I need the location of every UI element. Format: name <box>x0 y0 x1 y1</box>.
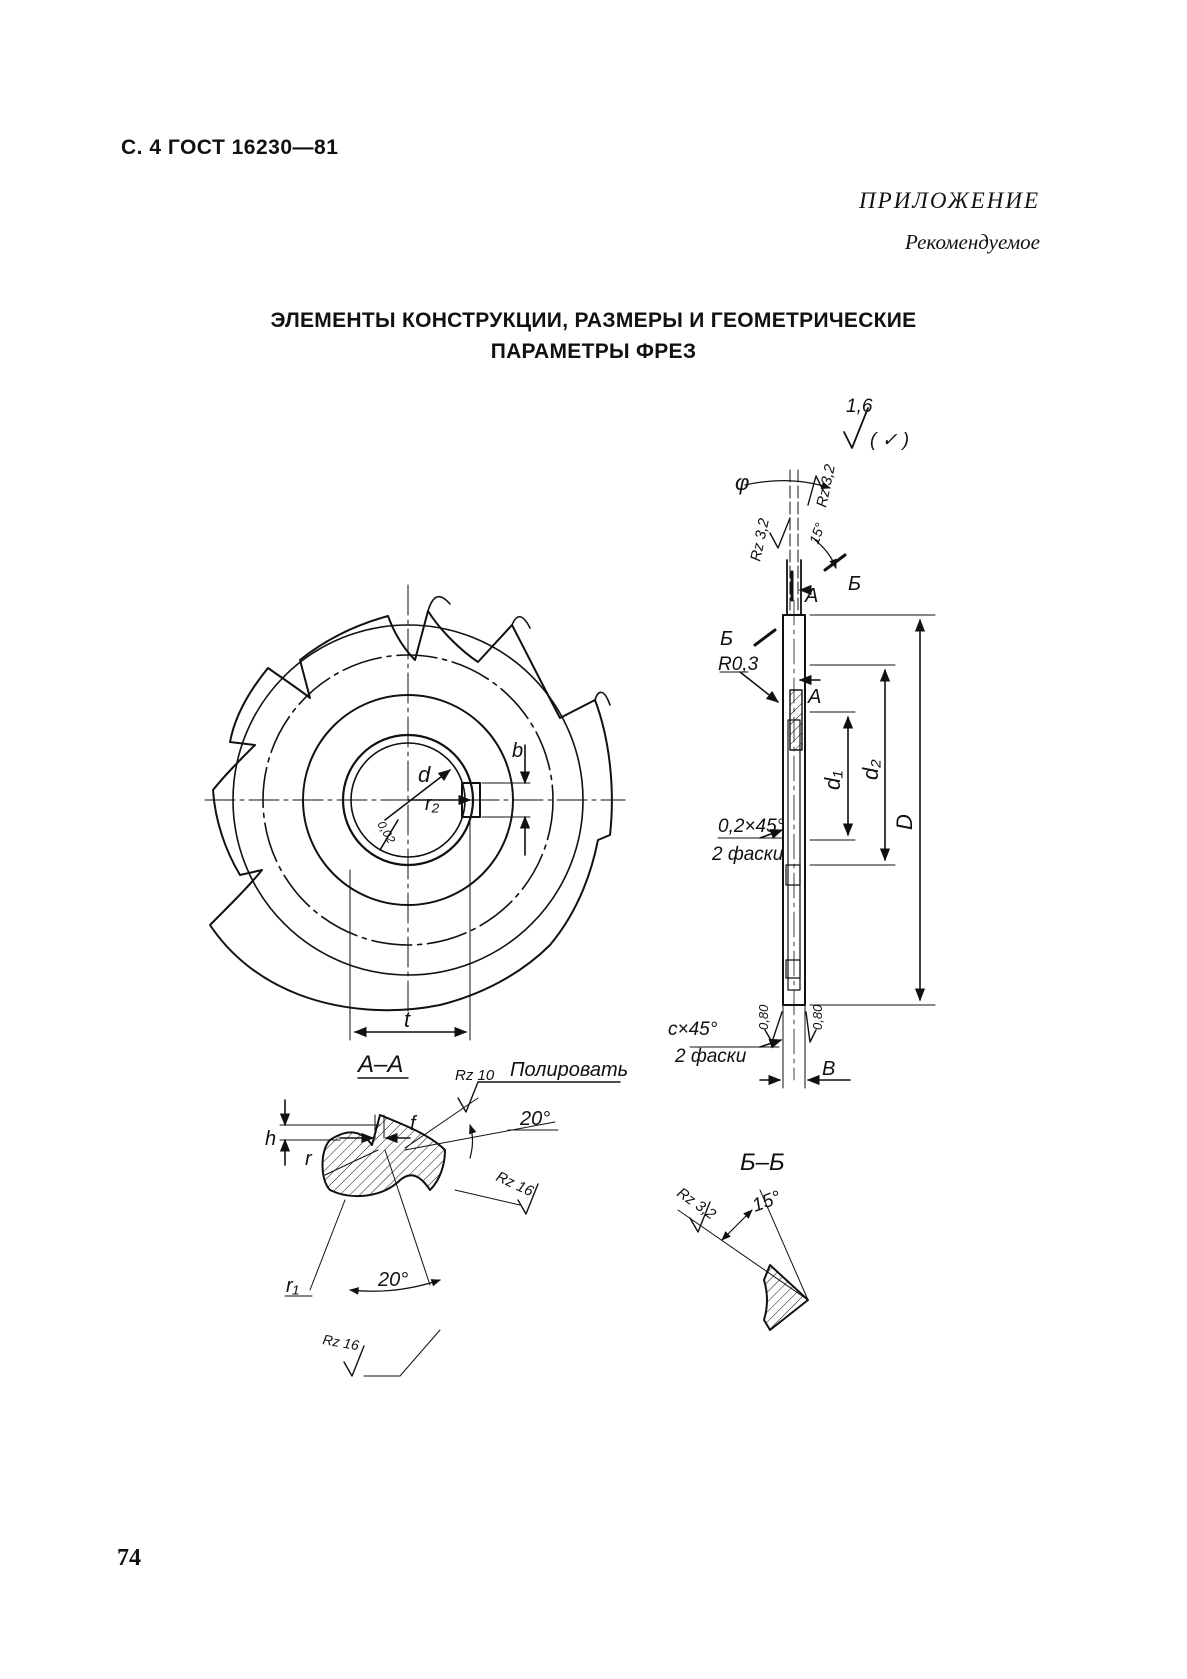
label-20deg-top: 20° <box>519 1108 550 1130</box>
label-d2: d₂ <box>858 759 883 780</box>
label-rz16-bottom: Rz 16 <box>321 1331 360 1353</box>
label-tolerance: 0,02 <box>374 819 398 847</box>
label-rz32-bb: Rz 3,2 <box>674 1184 720 1223</box>
label-polish: Полировать <box>510 1059 628 1081</box>
section-aa-title: А–А <box>356 1051 403 1078</box>
label-r: r <box>305 1148 313 1170</box>
label-15deg-bb: 15° <box>750 1187 785 1217</box>
label-chamfer-02: 0,2×45° <box>718 816 785 837</box>
heading-line-2: ПАРАМЕТРЫ ФРЕЗ <box>490 340 697 363</box>
label-B: B <box>822 1058 835 1080</box>
label-chamfer-c: c×45° <box>668 1019 718 1040</box>
label-d1: d₁ <box>820 771 845 790</box>
page-number: 74 <box>117 1545 141 1571</box>
label-chamfer-02-note: 2 фаски <box>711 844 784 865</box>
front-view <box>204 584 626 1041</box>
appendix-subtitle: Рекомендуемое <box>905 230 1040 254</box>
label-rz16-right: Rz 16 <box>493 1168 536 1200</box>
page-header: С. 4 ГОСТ 16230—81 <box>121 136 339 159</box>
label-section-a-mid: А <box>807 686 821 708</box>
label-r2: r₂ <box>425 793 440 815</box>
label-rz32-top: Rz 3,2 <box>813 462 839 509</box>
label-chamfer-c-note: 2 фаски <box>674 1046 747 1067</box>
appendix-title: ПРИЛОЖЕНИЕ <box>859 188 1040 213</box>
label-section-b-top: Б <box>848 573 861 595</box>
label-h: h <box>265 1128 276 1150</box>
label-r03: R0,3 <box>718 654 759 675</box>
section-bb-title: Б–Б <box>740 1149 785 1176</box>
label-rz32-left: Rz 3,2 <box>747 516 773 563</box>
label-15deg-side: 15° <box>806 520 828 546</box>
label-d: d <box>418 762 431 787</box>
label-t: t <box>404 1007 411 1032</box>
heading-line-1: ЭЛЕМЕНТЫ КОНСТРУКЦИИ, РАЗМЕРЫ И ГЕОМЕТРИ… <box>270 309 917 332</box>
label-20deg-bottom: 20° <box>377 1269 408 1291</box>
section-bb <box>677 1189 809 1331</box>
roughness-general-value: 1,6 <box>846 396 873 417</box>
label-section-b-left: Б <box>720 628 733 650</box>
label-r1: r₁ <box>286 1275 299 1297</box>
roughness-general-bracket: ( ✓ ) <box>870 430 909 451</box>
cutter-teeth-outline <box>209 610 613 1012</box>
label-ra080-right: 0,80 <box>810 1004 825 1030</box>
label-b: b <box>512 740 523 762</box>
section-aa <box>279 1077 621 1377</box>
label-D: D <box>892 814 917 830</box>
roughness-general <box>843 407 869 449</box>
label-phi: φ <box>735 470 749 495</box>
label-rz10: Rz 10 <box>455 1067 495 1084</box>
label-section-a-top: А <box>804 585 818 607</box>
side-view <box>689 469 936 1089</box>
label-f: f <box>410 1113 418 1135</box>
label-ra080-left: 0,80 <box>756 1004 771 1030</box>
